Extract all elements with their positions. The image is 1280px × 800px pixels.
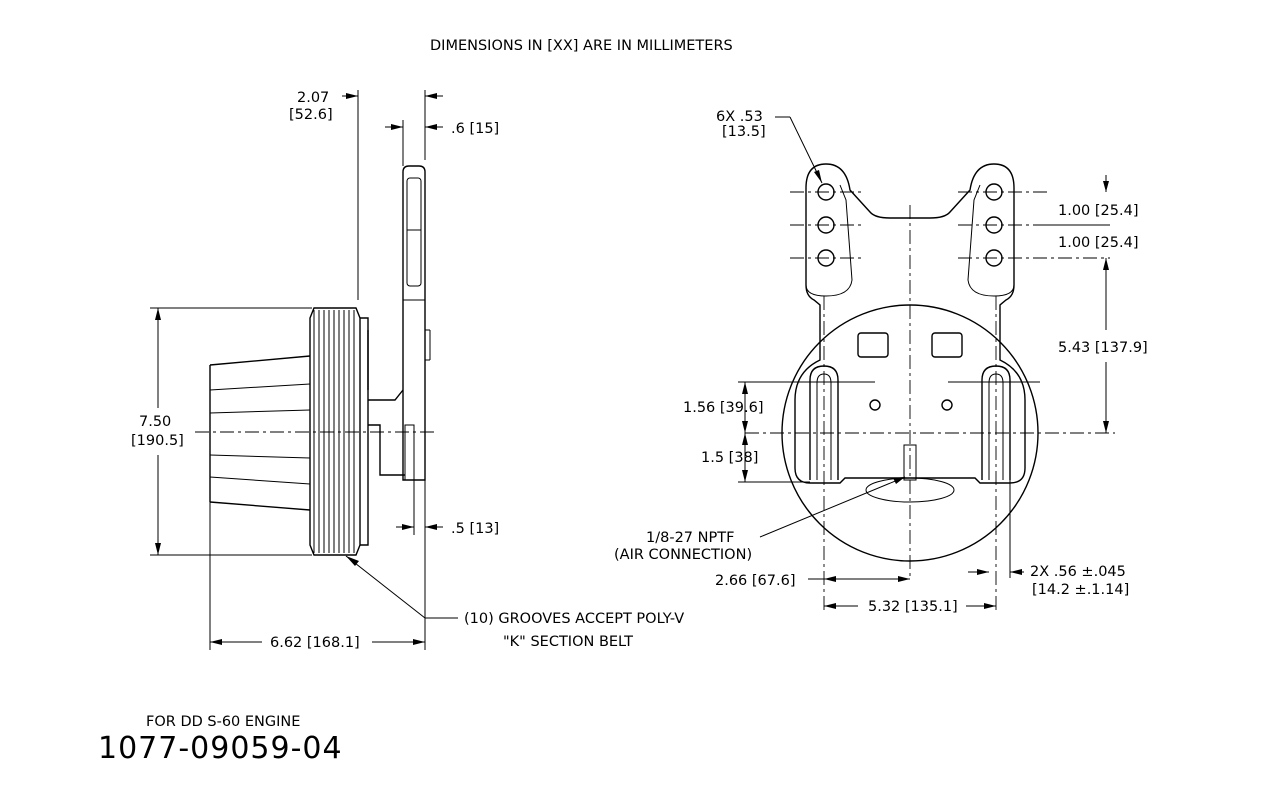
dim-slot-length: 1.56 [39.6] — [683, 381, 1040, 433]
bearing-hub — [360, 317, 405, 546]
air-connection-leader: 1/8-27 NPTF (AIR CONNECTION) — [614, 476, 906, 563]
window-right — [931, 332, 963, 358]
front-view: 6X .53 [13.5] 1.00 [25.4] 1.00 [25.4] 5.… — [614, 109, 1148, 615]
pulley-diameter-mm: [190.5] — [131, 433, 184, 449]
units-note: DIMENSIONS IN [XX] ARE IN MILLIMETERS — [430, 38, 733, 54]
stud-label: .5 [13] — [451, 521, 499, 537]
slot-spacing-label: 5.32 [135.1] — [868, 599, 958, 615]
pulley-diameter-in: 7.50 — [139, 414, 171, 430]
right-ear — [967, 184, 1015, 297]
side-view: 2.07 [52.6] .6 [15] 7.50 [190.5] — [131, 90, 684, 651]
bracket-thickness-label: .6 [15] — [451, 121, 499, 137]
hub-body — [209, 355, 311, 511]
dim-slot-spacing: 5.32 [135.1] — [824, 599, 996, 615]
hole-callout-in: 6X .53 — [716, 109, 763, 125]
hole-spacing-2: 1.00 [25.4] — [1058, 235, 1139, 251]
slot-to-center-label: 5.43 [137.9] — [1058, 340, 1148, 356]
hole-callout: 6X .53 [13.5] — [716, 109, 823, 184]
mounting-bracket — [402, 165, 431, 481]
slot-width-mm: [14.2 ±.1.14] — [1032, 582, 1129, 598]
bracket-plate — [794, 163, 1026, 484]
small-hole-icon — [941, 399, 953, 411]
engine-note: FOR DD S-60 ENGINE — [146, 714, 300, 730]
dim-pulley-diameter: 7.50 [190.5] — [131, 307, 312, 556]
slot-length-label: 1.56 [39.6] — [683, 400, 764, 416]
dim-slot-width: 2X .56 ±.045 [14.2 ±.1.14] — [968, 480, 1129, 598]
hub-offset-mm: [52.6] — [289, 107, 333, 123]
hole-spacing-1: 1.00 [25.4] — [1058, 203, 1139, 219]
left-ear — [805, 184, 853, 297]
dim-hole-spacing: 1.00 [25.4] 1.00 [25.4] — [1040, 175, 1139, 251]
slot-width-in: 2X .56 ±.045 — [1030, 564, 1126, 580]
dim-stud: .5 [13] — [396, 480, 499, 537]
dim-bracket-thickness: .6 [15] — [385, 120, 499, 166]
dim-hub-offset: 2.07 [52.6] — [289, 90, 443, 300]
grooves-note-1: (10) GROOVES ACCEPT POLY-V — [464, 611, 684, 627]
dim-half-slot-spacing: 2.66 [67.6] — [715, 573, 910, 589]
small-hole-icon — [869, 399, 881, 411]
air-connection-1: 1/8-27 NPTF — [646, 530, 734, 546]
grooves-note-2: "K" SECTION BELT — [503, 634, 633, 650]
grooves-leader: (10) GROOVES ACCEPT POLY-V "K" SECTION B… — [345, 555, 684, 650]
hole-callout-mm: [13.5] — [722, 124, 766, 140]
hub-offset-in: 2.07 — [297, 90, 329, 106]
dim-slot-to-center: 5.43 [137.9] — [1058, 258, 1148, 433]
below-center-label: 1.5 [38] — [701, 450, 758, 466]
part-number: 1077-09059-04 — [98, 731, 343, 766]
air-connection-2: (AIR CONNECTION) — [614, 547, 752, 563]
pulley-grooves — [309, 307, 361, 556]
dim-overall-length: 6.62 [168.1] — [209, 480, 426, 651]
half-slot-spacing-label: 2.66 [67.6] — [715, 573, 796, 589]
hole-centerlines — [790, 191, 1110, 259]
dim-below-center: 1.5 [38] — [701, 433, 810, 483]
window-left — [857, 332, 889, 358]
overall-length-label: 6.62 [168.1] — [270, 635, 360, 651]
